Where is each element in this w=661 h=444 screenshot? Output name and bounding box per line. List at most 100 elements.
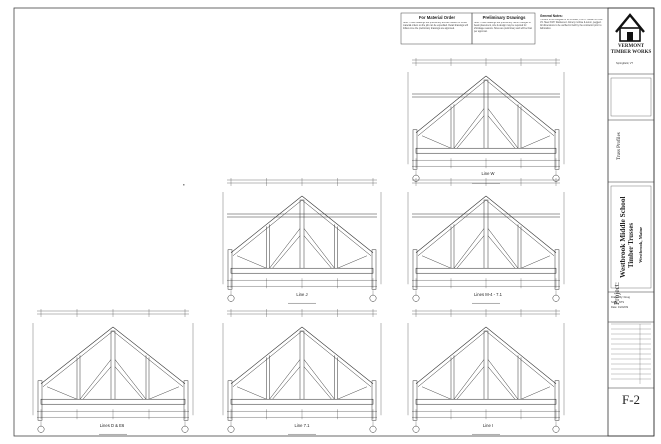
web-diagonal [487,115,516,149]
web-diagonal [46,386,78,400]
project-location: Westbrook, Maine [638,226,643,263]
top-chord-left [40,326,114,384]
truss-line-i [407,309,565,435]
web-diagonal [520,255,551,269]
web-diagonal [337,255,368,269]
web-diagonal [520,135,551,149]
web-diagonal [236,386,267,400]
bottom-chord [40,398,186,405]
web-diagonal [487,108,519,149]
truss-label-line-7: Line 7.1 [294,423,310,428]
registration-mark [183,184,185,186]
post-right [554,380,560,421]
top-chord-right [485,330,555,387]
post-left [227,380,233,421]
preliminary-title: Preliminary Drawings [482,15,526,20]
web-diagonal [453,359,485,400]
web-diagonal [421,135,452,149]
logo-door [627,32,633,41]
bottom-chord [415,147,557,154]
preliminary-box [471,12,536,45]
general-notes-title: General Notes: [540,14,563,18]
company-address: Springfield, VT [616,62,634,65]
grid-marker-right [181,425,189,433]
truss-label-line-m-4: Lines M-4 - 7.1 [474,292,502,297]
preliminary-body: Note: These drawings are preliminary. Mi… [474,22,532,33]
web-diagonal [520,386,551,400]
project-name: Westbrook Middle School [618,196,627,278]
top-chord-right [301,326,374,384]
grid-marker-right [552,294,560,302]
truss-line-w [407,58,565,184]
king-post [483,79,489,149]
web-diagonal [82,366,112,400]
grid-marker-left [227,425,235,433]
date-text: Date: 01/22/09 [611,306,629,309]
web-diagonal [453,228,485,269]
project-box [610,185,652,289]
web-diagonal [269,359,301,400]
top-chord-left [232,330,303,387]
post-left [412,129,418,170]
web-diagonal [453,108,485,149]
top-chord-right [485,326,557,384]
truss-line-7 [222,309,382,435]
web-diagonal [487,235,516,269]
top-chord-right [301,195,374,253]
grid-marker-right [369,294,377,302]
truss-label-lines-d-e: Lines D & E6 [99,423,125,428]
post-left [227,249,233,290]
top-chord-right [485,75,557,133]
sheet-label: Truss Profiles [617,132,622,160]
web-diagonal [79,359,112,400]
top-chord-left [230,326,303,384]
scale-text: Scale: NTS [611,301,625,304]
bottom-chord [415,398,557,405]
top-chord-left [415,195,487,253]
king-post [483,330,489,400]
sheet-number: F-2 [621,392,641,407]
post-left [37,380,43,421]
web-diagonal [303,228,335,269]
grid-marker-left [412,425,420,433]
post-right [371,249,377,290]
truss-line-m-4 [407,178,565,304]
top-chord-right [301,330,372,387]
web-diagonal [337,386,368,400]
top-chord-left [417,199,487,256]
company-name: VERMONT TIMBER WORKS [610,44,652,55]
post-right [554,129,560,170]
post-left [412,249,418,290]
logo-roof [615,13,645,33]
post-right [371,380,377,421]
material-order-body: Note: These drawings are preliminary and… [403,22,468,30]
web-diagonal [148,386,180,400]
truss-line-j [222,178,382,304]
title-block [607,7,655,437]
grid-marker-left [412,294,420,302]
web-diagonal [114,366,144,400]
truss-label-line-j: Line J [296,292,308,297]
top-chord-right [112,330,184,387]
web-diagonal [114,359,147,400]
grid-marker-left [227,294,235,302]
web-diagonal [421,255,452,269]
web-diagonal [272,366,301,400]
web-diagonal [303,235,332,269]
truss-label-line-i: Line I [482,423,494,428]
top-chord-left [232,199,303,256]
top-chord-right [485,79,555,136]
web-diagonal [487,366,516,400]
king-post [299,330,305,400]
web-diagonal [421,386,452,400]
web-diagonal [456,115,485,149]
top-chord-left [415,75,487,133]
sheet-border [13,7,655,437]
web-diagonal [272,235,301,269]
web-diagonal [456,235,485,269]
post-right [183,380,189,421]
grid-marker-right [369,425,377,433]
material-order-title: For Material Order [418,15,456,20]
